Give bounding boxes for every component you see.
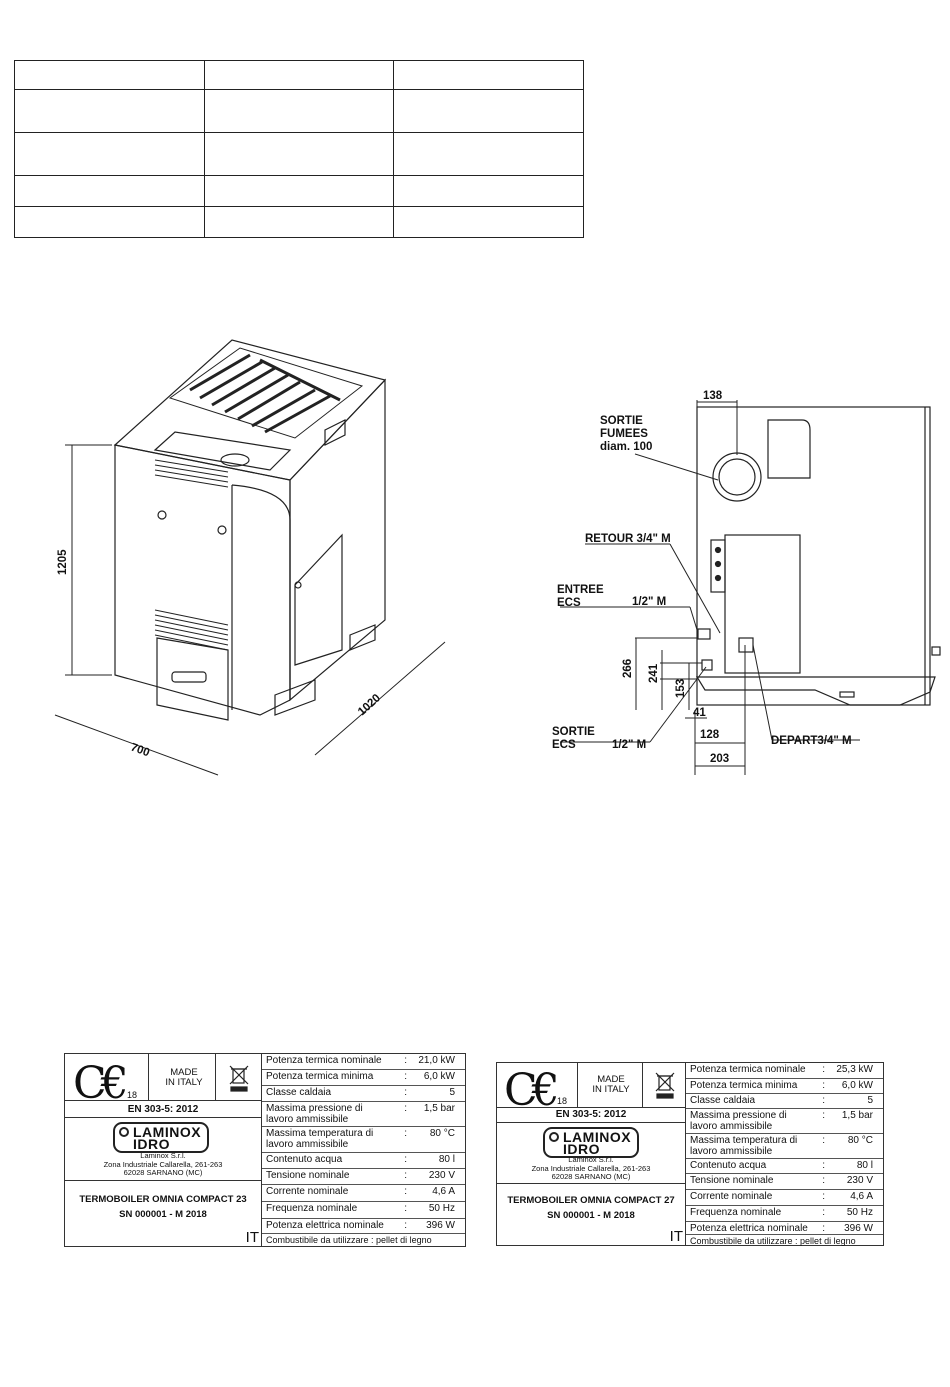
weee-bin-icon bbox=[229, 1065, 249, 1092]
table-cell bbox=[14, 60, 205, 90]
manufacturer-address: Laminox S.r.l.Zona Industriale Callarell… bbox=[531, 1155, 651, 1181]
dim-266-label: 266 bbox=[622, 659, 634, 678]
spec-row: Tensione nominale:230 V bbox=[262, 1169, 465, 1185]
dim-153-label: 153 bbox=[675, 679, 687, 698]
dim-241-label: 241 bbox=[648, 663, 660, 683]
table-cell bbox=[203, 60, 395, 90]
ce-mark: C€ bbox=[73, 1058, 129, 1109]
dim-height-label: 1205 bbox=[57, 549, 69, 575]
table-cell bbox=[14, 89, 205, 133]
spec-row: Massima pressione di lavoro ammissibile:… bbox=[262, 1102, 465, 1127]
sortie-ecs-line2: ECS bbox=[552, 739, 576, 751]
table-cell bbox=[393, 206, 584, 238]
spec-row: Massima pressione di lavoro ammissibile:… bbox=[686, 1109, 883, 1134]
dim-41-label: 41 bbox=[693, 707, 706, 719]
dim-138-label: 138 bbox=[703, 390, 723, 402]
spec-row: Frequenza nominale:50 Hz bbox=[686, 1206, 883, 1222]
sortie-ecs-line1: SORTIE bbox=[552, 726, 595, 738]
table-cell bbox=[203, 175, 395, 207]
table-cell bbox=[393, 89, 584, 133]
standard-label: EN 303-5: 2012 bbox=[127, 1104, 199, 1115]
dim-width-label: 700 bbox=[129, 742, 151, 760]
spec-row: Potenza termica minima:6,0 kW bbox=[262, 1070, 465, 1086]
retour-label: RETOUR 3/4" M bbox=[585, 533, 671, 545]
sortie-ecs-size: 1/2" M bbox=[612, 739, 646, 751]
spec-row: Massima temperatura di lavoro ammissibil… bbox=[686, 1134, 883, 1159]
spec-row: Potenza termica nominale:21,0 kW bbox=[262, 1054, 465, 1070]
spec-row: Potenza termica nominale:25,3 kW bbox=[686, 1063, 883, 1079]
ce-number: 18 bbox=[127, 1090, 138, 1100]
spec-row: Tensione nominale:230 V bbox=[686, 1174, 883, 1190]
table-cell bbox=[14, 132, 205, 176]
table-cell bbox=[14, 175, 205, 207]
language-code: IT bbox=[669, 1228, 683, 1245]
entree-line2: ECS bbox=[557, 597, 581, 609]
fuel-row: Combustibile da utilizzare : pellet di l… bbox=[690, 1236, 856, 1246]
table-cell bbox=[393, 175, 584, 207]
language-code: IT bbox=[245, 1229, 259, 1246]
table-cell bbox=[203, 206, 395, 238]
spec-row: Contenuto acqua:80 l bbox=[262, 1153, 465, 1169]
depart-label: DEPART3/4" M bbox=[771, 735, 852, 747]
sortie-fumees-line2: FUMEES bbox=[600, 428, 648, 440]
spec-row: Classe caldaia:5 bbox=[262, 1086, 465, 1102]
spec-row: Frequenza nominale:50 Hz bbox=[262, 1202, 465, 1219]
standard-label: EN 303-5: 2012 bbox=[555, 1109, 627, 1120]
side-view-drawing bbox=[560, 400, 941, 775]
table-cell bbox=[393, 60, 584, 90]
sortie-fumees-line1: SORTIE bbox=[600, 415, 643, 427]
manufacturer-address: Laminox S.r.l.Zona Industriale Callarell… bbox=[103, 1151, 223, 1177]
sortie-fumees-line3: diam. 100 bbox=[600, 441, 652, 453]
spec-row: Massima temperatura di lavoro ammissibil… bbox=[262, 1127, 465, 1153]
table-cell bbox=[393, 132, 584, 176]
spec-row: Potenza termica minima:6,0 kW bbox=[686, 1079, 883, 1094]
table-cell bbox=[203, 89, 395, 133]
dim-128-label: 128 bbox=[700, 729, 720, 741]
entree-size: 1/2" M bbox=[632, 596, 666, 608]
stove-isometric-drawing bbox=[54, 339, 446, 776]
entree-line1: ENTREE bbox=[557, 584, 604, 596]
ce-number: 18 bbox=[557, 1096, 568, 1106]
dim-203-label: 203 bbox=[710, 753, 729, 765]
table-cell bbox=[14, 206, 205, 238]
empty-table bbox=[14, 60, 584, 238]
spec-row: Corrente nominale:4,6 A bbox=[262, 1185, 465, 1202]
fuel-row: Combustibile da utilizzare : pellet di l… bbox=[266, 1235, 432, 1245]
spec-row: Potenza elettrica nominale:396 W bbox=[686, 1222, 883, 1235]
spec-row: Potenza elettrica nominale:396 W bbox=[262, 1219, 465, 1234]
table-cell bbox=[203, 132, 395, 176]
spec-row: Classe caldaia:5 bbox=[686, 1094, 883, 1109]
spec-row: Corrente nominale:4,6 A bbox=[686, 1190, 883, 1206]
weee-bin-icon bbox=[655, 1072, 675, 1099]
dim-depth-label: 1020 bbox=[356, 692, 383, 718]
spec-row: Contenuto acqua:80 l bbox=[686, 1159, 883, 1174]
